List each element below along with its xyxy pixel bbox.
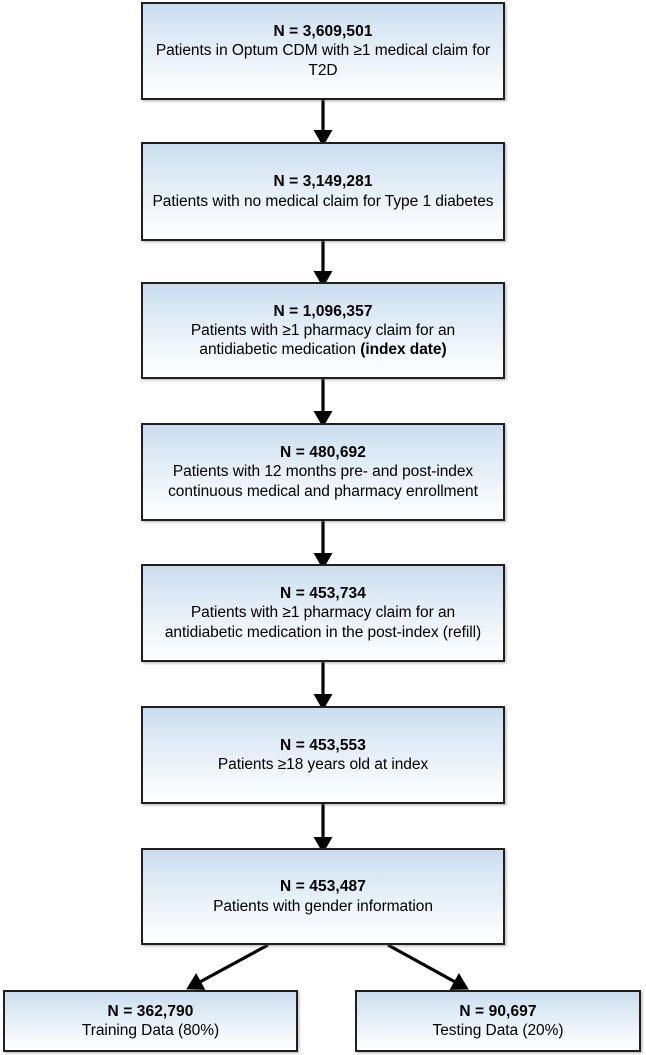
node-description-label: Testing Data (20%) bbox=[432, 1022, 564, 1039]
node-description-label: Patients in Optum CDM with ≥1 medical cl… bbox=[155, 42, 491, 79]
node-count-label: N = 90,697 bbox=[459, 1002, 537, 1020]
node-description-label: Patients with gender information bbox=[213, 897, 433, 915]
node-description-emphasis: (index date) bbox=[360, 341, 447, 359]
node-description-label: Patients with ≥1 pharmacy claim for an a… bbox=[143, 321, 503, 359]
node-count-label: N = 453,553 bbox=[280, 736, 366, 754]
flow-node-training-data: N = 362,790 Training Data (80%) bbox=[3, 990, 298, 1052]
connector-node7-node9 bbox=[387, 943, 469, 990]
node-count-label: N = 3,149,281 bbox=[273, 173, 373, 191]
node-description-label: Patients with ≥1 pharmacy claim for an a… bbox=[164, 604, 482, 641]
flow-node-total-t2d-patients: N = 3,609,501 Patients in Optum CDM with… bbox=[141, 2, 505, 100]
node-description-label: Training Data (80%) bbox=[81, 1022, 220, 1039]
flow-node-pharmacy-claim-index-date: N = 1,096,357 Patients with ≥1 pharmacy … bbox=[141, 282, 505, 379]
node-description-label: Patients with no medical claim for Type … bbox=[152, 192, 494, 210]
node-count-label: N = 480,692 bbox=[280, 444, 366, 462]
flow-node-gender-information: N = 453,487 Patients with gender informa… bbox=[141, 848, 505, 945]
node-description-text: Patients with ≥1 pharmacy claim for an a… bbox=[190, 321, 456, 359]
flow-node-testing-data: N = 90,697 Testing Data (20%) bbox=[355, 990, 641, 1052]
node-count-label: N = 453,487 bbox=[280, 878, 366, 896]
node-description-label: Patients ≥18 years old at index bbox=[217, 756, 429, 773]
node-count-label: N = 362,790 bbox=[107, 1002, 194, 1020]
node-description-label: Patients with 12 months pre- and post-in… bbox=[168, 463, 478, 500]
node-count-label: N = 3,609,501 bbox=[273, 23, 373, 41]
node-count-label: N = 453,734 bbox=[280, 585, 366, 603]
connector-node7-node8 bbox=[186, 943, 269, 990]
flow-node-no-type1-claim: N = 3,149,281 Patients with no medical c… bbox=[141, 142, 505, 241]
flow-node-post-index-refill: N = 453,734 Patients with ≥1 pharmacy cl… bbox=[141, 564, 505, 662]
node-count-label: N = 1,096,357 bbox=[273, 302, 373, 320]
flow-node-continuous-enrollment: N = 480,692 Patients with 12 months pre-… bbox=[141, 423, 505, 521]
flow-node-adult-age: N = 453,553 Patients ≥18 years old at in… bbox=[141, 706, 505, 804]
